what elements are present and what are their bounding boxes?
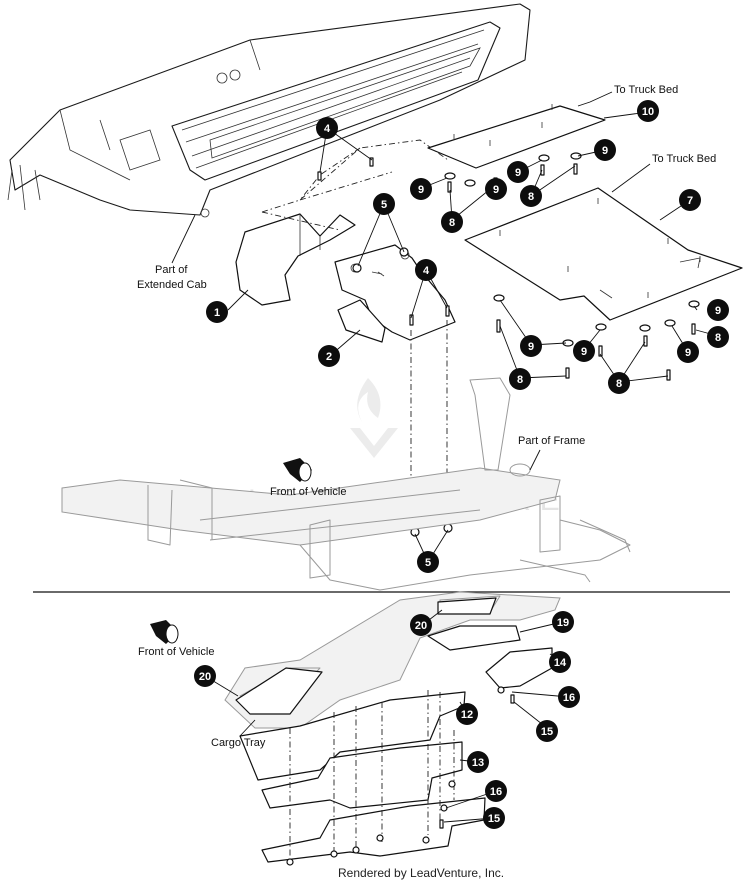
callout-19: 19 — [552, 611, 574, 633]
svg-text:5: 5 — [381, 199, 387, 211]
svg-text:8: 8 — [715, 332, 721, 344]
svg-text:8: 8 — [517, 374, 523, 386]
hardware-upper — [317, 152, 700, 537]
callout-9-a: 9 — [410, 178, 432, 200]
svg-text:9: 9 — [602, 145, 608, 157]
svg-text:8: 8 — [616, 378, 622, 390]
svg-text:13: 13 — [472, 757, 484, 769]
svg-text:4: 4 — [324, 123, 331, 135]
svg-text:9: 9 — [493, 184, 499, 196]
svg-text:20: 20 — [415, 620, 427, 632]
part-bottom-mat — [261, 797, 486, 863]
label-to-truck-bed-lower: To Truck Bed — [652, 153, 716, 165]
callout-8-d: 8 — [608, 372, 630, 394]
callout-4-upper: 4 — [316, 117, 338, 139]
svg-text:8: 8 — [528, 191, 534, 203]
extended-cab — [7, 3, 531, 218]
svg-text:16: 16 — [490, 786, 502, 798]
label-part-of-extended-cab-1: Part of — [155, 264, 188, 276]
part-1-bracket — [235, 213, 356, 306]
hardware-lower — [286, 686, 515, 866]
svg-text:15: 15 — [541, 726, 553, 738]
front-arrow-lower — [150, 620, 179, 644]
part-7-panel — [464, 187, 743, 321]
label-front-of-vehicle-upper: Front of Vehicle — [270, 486, 346, 498]
svg-text:4: 4 — [423, 265, 430, 277]
part-2-bracket — [334, 244, 456, 343]
callout-8-a: 8 — [441, 211, 463, 233]
svg-text:9: 9 — [685, 347, 691, 359]
svg-text:9: 9 — [581, 346, 587, 358]
label-part-of-frame: Part of Frame — [518, 435, 585, 447]
callout-16-upper: 16 — [558, 686, 580, 708]
callout-15-lower: 15 — [483, 807, 505, 829]
callout-12: 12 — [456, 703, 478, 725]
part-20-insert-left — [235, 667, 323, 715]
callout-7: 7 — [679, 189, 701, 211]
callout-20-lower: 20 — [194, 665, 216, 687]
svg-text:8: 8 — [449, 217, 455, 229]
part-13-mat — [261, 741, 463, 809]
label-to-truck-bed-upper: To Truck Bed — [614, 84, 678, 96]
svg-text:12: 12 — [461, 709, 473, 721]
callout-4-lower: 4 — [415, 259, 437, 281]
callout-5-upper: 5 — [373, 193, 395, 215]
label-part-of-extended-cab-2: Extended Cab — [137, 279, 207, 291]
callout-9-f: 9 — [573, 340, 595, 362]
label-cargo-tray: Cargo Tray — [211, 737, 266, 749]
callout-9-e: 9 — [520, 335, 542, 357]
svg-text:5: 5 — [425, 557, 431, 569]
callout-2: 2 — [318, 345, 340, 367]
svg-text:15: 15 — [488, 813, 500, 825]
callout-1: 1 — [206, 301, 228, 323]
svg-text:2: 2 — [326, 351, 332, 363]
label-front-of-vehicle-lower: Front of Vehicle — [138, 646, 214, 658]
svg-text:16: 16 — [563, 692, 575, 704]
callout-9-c: 9 — [507, 161, 529, 183]
svg-text:9: 9 — [715, 305, 721, 317]
part-19-mat — [427, 625, 521, 651]
svg-text:14: 14 — [554, 657, 567, 669]
callout-13: 13 — [467, 751, 489, 773]
footer-credit: Rendered by LeadVenture, Inc. — [338, 866, 504, 880]
part-10-panel — [427, 104, 606, 169]
svg-text:19: 19 — [557, 617, 569, 629]
part-14-mat — [485, 647, 553, 689]
svg-text:10: 10 — [642, 106, 654, 118]
callout-8-b: 8 — [520, 185, 542, 207]
svg-text:9: 9 — [515, 167, 521, 179]
callout-5-lower: 5 — [417, 551, 439, 573]
callout-14: 14 — [549, 651, 571, 673]
svg-text:7: 7 — [687, 195, 693, 207]
callout-9-b: 9 — [485, 178, 507, 200]
vehicle-frame — [61, 377, 631, 591]
callout-9-g: 9 — [677, 341, 699, 363]
svg-text:9: 9 — [528, 341, 534, 353]
callout-9-h: 9 — [707, 299, 729, 321]
svg-text:20: 20 — [199, 671, 211, 683]
callout-10: 10 — [637, 100, 659, 122]
callout-8-c: 8 — [509, 368, 531, 390]
svg-text:1: 1 — [214, 307, 220, 319]
callout-9-d: 9 — [594, 139, 616, 161]
callout-8-e: 8 — [707, 326, 729, 348]
part-20-insert-right — [437, 597, 497, 615]
callout-15-upper: 15 — [536, 720, 558, 742]
callout-20-upper: 20 — [410, 614, 432, 636]
front-arrow-upper — [283, 458, 312, 482]
svg-text:9: 9 — [418, 184, 424, 196]
callout-16-lower: 16 — [485, 780, 507, 802]
